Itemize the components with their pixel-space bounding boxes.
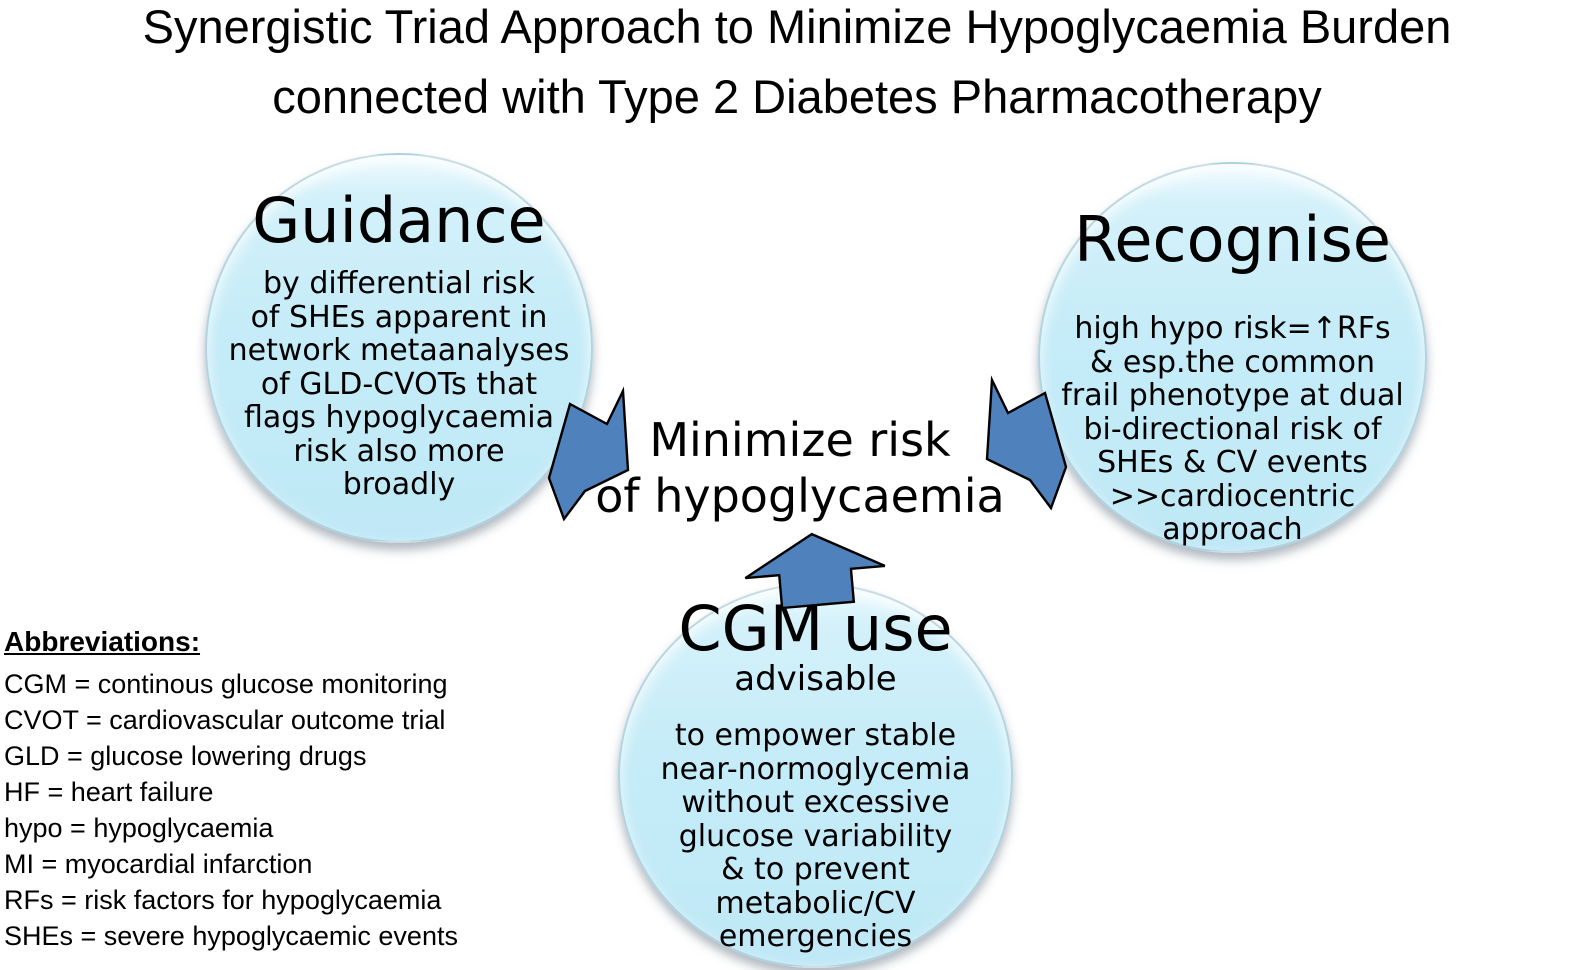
abbreviation-item-cgm: CGM = continous glucose monitoring — [4, 669, 448, 699]
abbreviations-panel: Abbreviations: CGM = continous glucose m… — [4, 624, 458, 954]
figure-title: Synergistic Triad Approach to Minimize H… — [142, 0, 1452, 123]
center-goal-text: Minimize risk of hypoglycaemia — [595, 413, 1005, 523]
cgm-to-center-arrow-icon — [744, 532, 886, 610]
abbreviation-item-gld: GLD = glucose lowering drugs — [4, 741, 367, 771]
abbreviation-item-shes: SHEs = severe hypoglycaemic events — [4, 921, 458, 951]
cgm-use-circle: CGM use advisable to empower stable near… — [618, 583, 1013, 968]
cgm-circle-subtitle: advisable — [734, 659, 897, 699]
recognise-to-center-arrow-icon — [985, 375, 1068, 511]
guidance-circle-body: by differential risk of SHEs apparent in… — [228, 266, 570, 502]
abbreviations-heading: Abbreviations: — [4, 626, 201, 657]
guidance-circle-title: Guidance — [252, 184, 546, 257]
recognise-circle-title: Recognise — [1074, 203, 1391, 276]
cgm-circle-title: CGM use — [678, 592, 953, 665]
arrow-shape — [744, 532, 886, 610]
abbreviation-item-mi: MI = myocardial infarction — [4, 849, 313, 879]
abbreviation-item-rfs: RFs = risk factors for hypoglycaemia — [4, 885, 442, 915]
cgm-circle-body: to empower stable near-normoglycemia wit… — [660, 718, 971, 954]
arrow-shape — [985, 375, 1068, 511]
guidance-to-center-arrow-icon — [547, 386, 630, 522]
recognise-circle-body: high hypo risk=↑RFs & esp.the common fra… — [1061, 311, 1404, 547]
abbreviation-item-cvot: CVOT = cardiovascular outcome trial — [4, 705, 446, 735]
abbreviation-item-hypo: hypo = hypoglycaemia — [4, 813, 274, 843]
arrow-shape — [547, 386, 630, 522]
abbreviation-item-hf: HF = heart failure — [4, 777, 214, 807]
guidance-circle: Guidance by differential risk of SHEs ap… — [205, 153, 593, 543]
recognise-circle: Recognise high hypo risk=↑RFs & esp.the … — [1038, 162, 1427, 553]
